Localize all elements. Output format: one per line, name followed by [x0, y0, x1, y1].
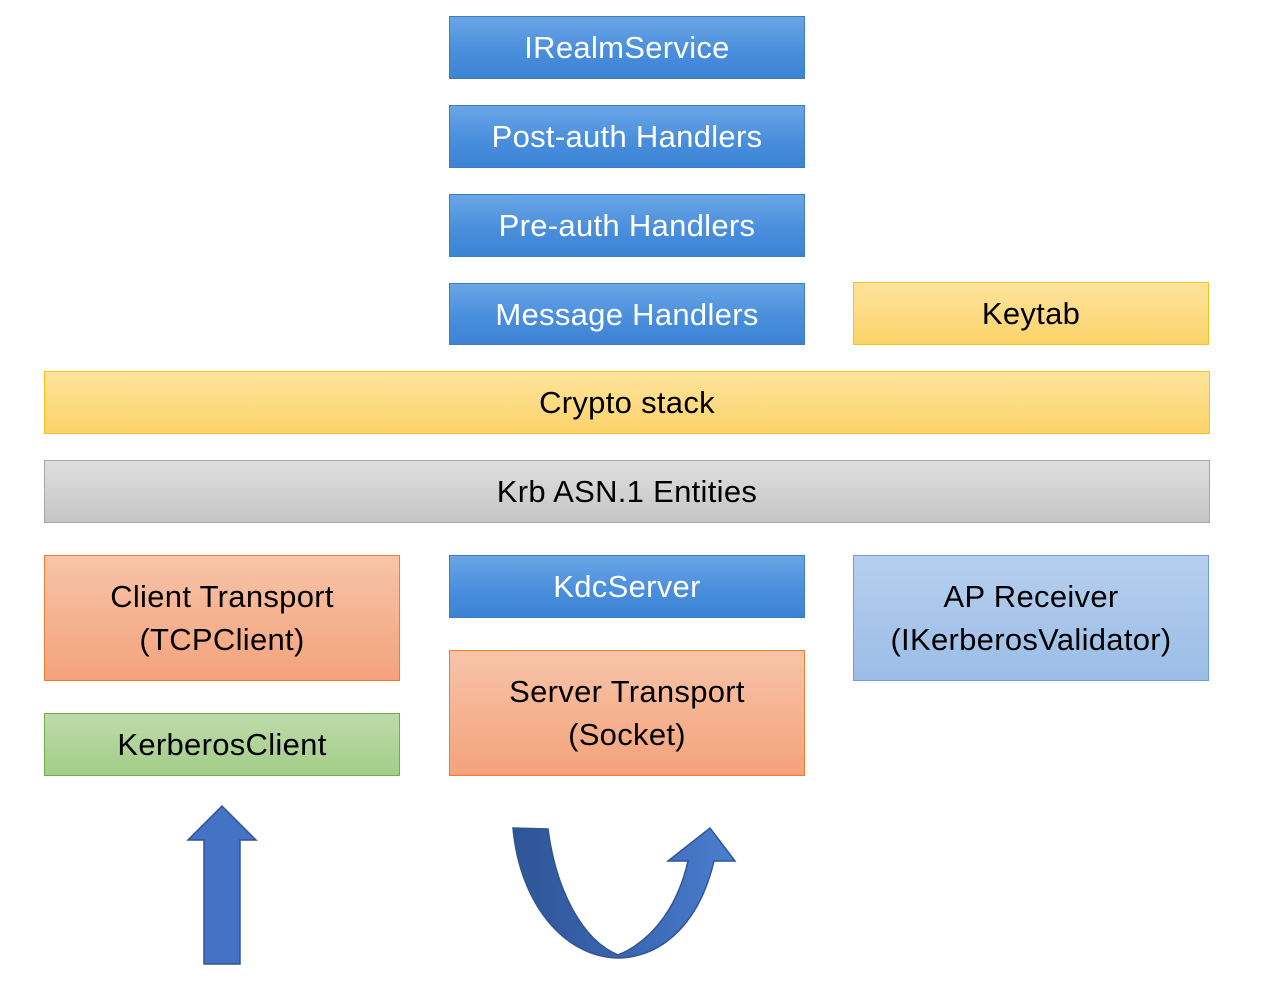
- up-arrow-icon: [186, 804, 258, 965]
- message-handlers-box: Message Handlers: [449, 283, 805, 345]
- asn1-entities-box: Krb ASN.1 Entities: [44, 460, 1210, 523]
- crypto-stack-label: Crypto stack: [539, 385, 715, 420]
- pre-auth-handlers-box: Pre-auth Handlers: [449, 194, 805, 257]
- keytab-box: Keytab: [853, 282, 1209, 345]
- server-transport-sublabel: (Socket): [568, 717, 686, 752]
- client-transport-sublabel: (TCPClient): [139, 622, 305, 657]
- server-transport-box: Server Transport (Socket): [449, 650, 805, 776]
- kdc-server-label: KdcServer: [553, 569, 701, 604]
- ap-receiver-sublabel: (IKerberosValidator): [890, 622, 1172, 657]
- message-handlers-label: Message Handlers: [495, 296, 759, 332]
- kdc-server-box: KdcServer: [449, 555, 805, 618]
- keytab-label: Keytab: [981, 296, 1081, 331]
- ap-receiver-label: AP Receiver: [943, 579, 1119, 614]
- server-transport-label: Server Transport: [509, 674, 745, 709]
- iRealmService-box: IRealmService: [449, 16, 805, 79]
- kerberos-client-label: KerberosClient: [117, 727, 327, 762]
- pre-auth-handlers-label: Pre-auth Handlers: [498, 208, 756, 243]
- client-transport-box: Client Transport (TCPClient): [44, 555, 400, 681]
- kerberos-client-box: KerberosClient: [44, 713, 400, 776]
- asn1-entities-label: Krb ASN.1 Entities: [496, 474, 758, 509]
- post-auth-handlers-box: Post-auth Handlers: [449, 105, 805, 168]
- post-auth-handlers-label: Post-auth Handlers: [491, 119, 763, 154]
- u-turn-arrow-icon: [512, 826, 737, 959]
- crypto-stack-box: Crypto stack: [44, 371, 1210, 434]
- client-transport-label: Client Transport: [110, 579, 334, 614]
- ap-receiver-box: AP Receiver (IKerberosValidator): [853, 555, 1209, 681]
- iRealmService-label: IRealmService: [524, 30, 730, 65]
